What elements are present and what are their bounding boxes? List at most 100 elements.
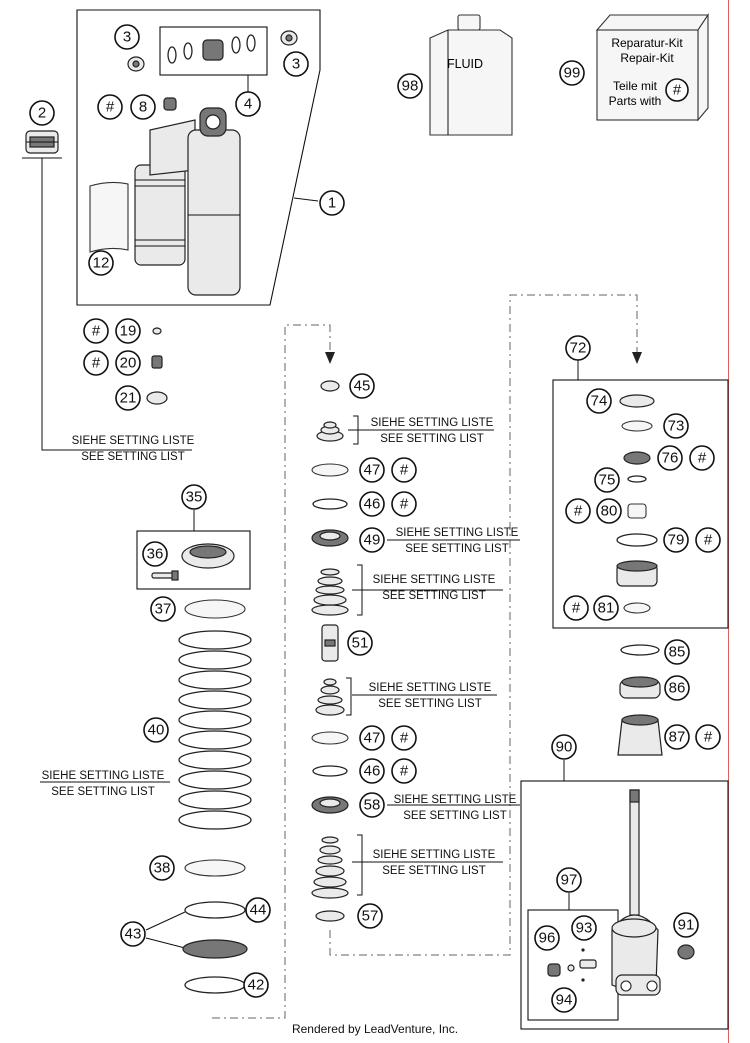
callout-3-right[interactable]: 3 [283, 51, 309, 77]
callout-98[interactable]: 98 [397, 73, 423, 99]
callout-80[interactable]: 80 [596, 498, 622, 524]
callout-79[interactable]: 79 [663, 527, 689, 553]
svg-text:80: 80 [601, 503, 618, 520]
part-2-cap [25, 130, 59, 154]
part-35-nut [181, 543, 235, 569]
setting-en: SEE SETTING LIST [380, 433, 484, 445]
callout-47-b[interactable]: 47 [359, 725, 385, 751]
part-44-ring [184, 901, 246, 919]
callout-hash-79[interactable]: # [695, 527, 721, 553]
callout-2[interactable]: 2 [29, 100, 55, 126]
svg-text:#: # [572, 600, 581, 617]
svg-text:97: 97 [561, 872, 578, 889]
callout-40[interactable]: 40 [143, 717, 169, 743]
callout-8[interactable]: 8 [130, 94, 156, 120]
callout-38[interactable]: 38 [149, 855, 175, 881]
callout-90[interactable]: 90 [551, 734, 577, 760]
callout-hash-46-a[interactable]: # [391, 491, 417, 517]
repair-kit-line-4: Parts with [609, 94, 662, 108]
callout-hash-80[interactable]: # [565, 498, 591, 524]
callout-44[interactable]: 44 [245, 897, 271, 923]
callout-35[interactable]: 35 [181, 484, 207, 510]
callout-36[interactable]: 36 [142, 541, 168, 567]
setting-note-left-spring: SIEHE SETTING LISTE SEE SETTING LIST [40, 770, 170, 798]
setting-de: SIEHE SETTING LISTE [371, 417, 494, 429]
callout-4[interactable]: 4 [235, 91, 261, 117]
callout-37[interactable]: 37 [150, 596, 176, 622]
callout-72[interactable]: 72 [565, 335, 591, 361]
callout-47-a[interactable]: 47 [359, 457, 385, 483]
svg-text:42: 42 [248, 977, 265, 994]
callout-12[interactable]: 12 [88, 250, 114, 276]
svg-text:81: 81 [598, 600, 615, 617]
callout-hash-8[interactable]: # [97, 94, 123, 120]
callout-hash-81[interactable]: # [563, 595, 589, 621]
callout-hash-19[interactable]: # [83, 318, 109, 344]
part-46-ring-b [312, 765, 348, 777]
setting-note-3: SIEHE SETTING LISTE SEE SETTING LIST [346, 677, 497, 716]
svg-text:#: # [574, 503, 583, 520]
callout-19[interactable]: 19 [115, 318, 141, 344]
callout-97[interactable]: 97 [556, 867, 582, 893]
part-38-washer [184, 859, 246, 877]
callout-1[interactable]: 1 [319, 190, 345, 216]
callout-74[interactable]: 74 [586, 388, 612, 414]
callout-hash-76[interactable]: # [689, 445, 715, 471]
callout-49[interactable]: 49 [359, 527, 385, 553]
svg-text:51: 51 [352, 635, 369, 652]
fluid-label: FLUID [447, 57, 483, 71]
repair-kit-line-2: Repair-Kit [620, 51, 674, 65]
svg-text:43: 43 [125, 926, 142, 943]
callout-87[interactable]: 87 [664, 724, 690, 750]
callout-57[interactable]: 57 [357, 903, 383, 929]
callout-46-b[interactable]: 46 [359, 758, 385, 784]
callout-93[interactable]: 93 [571, 915, 597, 941]
callout-51[interactable]: 51 [347, 630, 373, 656]
setting-en: SEE SETTING LIST [403, 810, 507, 822]
callout-99[interactable]: 99 [559, 60, 585, 86]
callout-20[interactable]: 20 [115, 350, 141, 376]
callout-hash-47-b[interactable]: # [391, 725, 417, 751]
callout-42[interactable]: 42 [243, 972, 269, 998]
svg-text:8: 8 [139, 99, 147, 116]
part-46-ring-a [312, 498, 348, 510]
callout-45[interactable]: 45 [349, 373, 375, 399]
setting-note-left-upper: SIEHE SETTING LISTE SEE SETTING LIST [72, 435, 195, 463]
svg-text:#: # [400, 462, 409, 479]
callout-81[interactable]: 81 [593, 595, 619, 621]
part-3-bushing-right [280, 30, 298, 46]
setting-de: SIEHE SETTING LISTE [396, 527, 519, 539]
svg-text:49: 49 [364, 532, 381, 549]
part-98-fluid-bottle [429, 14, 513, 136]
setting-note-49: SIEHE SETTING LISTE SEE SETTING LIST [387, 527, 520, 555]
svg-text:1: 1 [328, 195, 336, 212]
callout-hash-46-b[interactable]: # [391, 758, 417, 784]
setting-de: SIEHE SETTING LISTE [42, 770, 165, 782]
callout-91[interactable]: 91 [673, 912, 699, 938]
svg-text:47: 47 [364, 730, 381, 747]
part-37-washer [184, 599, 246, 619]
callout-94[interactable]: 94 [551, 987, 577, 1013]
callout-hash-87[interactable]: # [695, 724, 721, 750]
callout-73[interactable]: 73 [663, 413, 689, 439]
callout-hash-47-a[interactable]: # [391, 457, 417, 483]
part-51-bolt [321, 624, 339, 662]
callout-21[interactable]: 21 [115, 385, 141, 411]
svg-text:45: 45 [354, 378, 371, 395]
callout-76[interactable]: 76 [657, 445, 683, 471]
svg-text:46: 46 [364, 763, 381, 780]
callout-58[interactable]: 58 [359, 792, 385, 818]
callout-3-left[interactable]: 3 [114, 24, 140, 50]
callout-43[interactable]: 43 [120, 921, 146, 947]
callout-96[interactable]: 96 [534, 925, 560, 951]
callout-75[interactable]: 75 [594, 467, 620, 493]
callout-86[interactable]: 86 [664, 675, 690, 701]
leader-43b [145, 937, 186, 949]
part-shim-stack-3 [315, 678, 345, 716]
callout-85[interactable]: 85 [664, 639, 690, 665]
part-99-repair-kit-box [595, 13, 710, 122]
callout-hash-20[interactable]: # [83, 350, 109, 376]
setting-en: SEE SETTING LIST [405, 543, 509, 555]
callout-46-a[interactable]: 46 [359, 491, 385, 517]
